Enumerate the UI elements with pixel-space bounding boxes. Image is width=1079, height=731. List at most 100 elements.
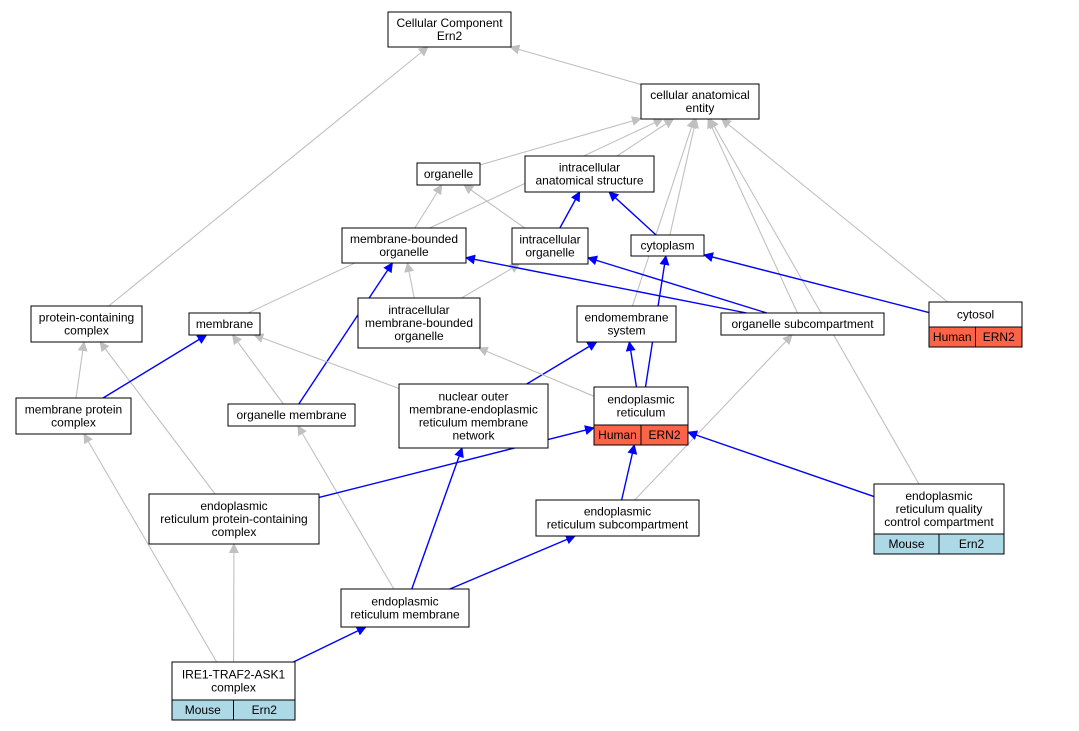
edge-ire1-to-erm (293, 626, 367, 663)
edge-nomer-to-membrane (253, 333, 400, 389)
edge-pcc-to-cc_ern2 (108, 46, 429, 307)
node-label-line: intracellular (388, 303, 449, 317)
node-label-line: cytoplasm (640, 239, 694, 253)
badge-cell (233, 699, 296, 721)
node-label-line: endoplasmic (584, 505, 651, 519)
node-box (535, 499, 700, 537)
node-label-line: nuclear outer (438, 390, 508, 404)
node-label-line: organelle (394, 329, 444, 343)
node-box (630, 234, 705, 257)
node-label-line: IRE1-TRAF2-ASK1 (182, 668, 286, 682)
node-label-line: endoplasmic (200, 499, 267, 513)
edge-erqc-to-cae (709, 118, 920, 485)
edge-organelle-to-cae (479, 116, 642, 166)
badge-label: Mouse (185, 703, 221, 717)
node-membrane[interactable]: membrane (188, 312, 261, 336)
node-box (511, 227, 589, 265)
node-box (357, 297, 481, 349)
node-box (188, 312, 261, 336)
badge-cell (975, 326, 1023, 348)
node-box (640, 83, 760, 120)
node-label-line: cellular anatomical (650, 88, 749, 102)
edge-erqc-to-er (687, 430, 875, 498)
node-label-line: membrane (196, 317, 254, 331)
node-label-line: Ern2 (437, 29, 463, 43)
node-box (576, 305, 677, 343)
edge-osc-to-io (587, 255, 768, 314)
edge-erm-to-om (297, 425, 395, 590)
edges (75, 44, 949, 663)
node-label-line: reticulum subcompartment (547, 518, 689, 532)
node-label-line: cytosol (957, 308, 994, 322)
node-label-line: reticulum quality (896, 502, 983, 516)
node-box (387, 11, 512, 48)
edge-cytosol-to-cytoplasm (703, 252, 930, 314)
badge-cell (938, 533, 1005, 555)
edge-mbo-to-organelle (414, 184, 443, 229)
badge-label: ERN2 (648, 428, 680, 442)
edge-cytosol-to-cae (720, 118, 949, 303)
edge-om-to-membrane (232, 334, 284, 405)
edge-erm-to-ersc (449, 534, 576, 590)
node-nomer[interactable]: nuclear outermembrane-endoplasmicreticul… (398, 383, 549, 449)
badge-label: Mouse (888, 537, 924, 551)
node-om[interactable]: organelle membrane (227, 403, 356, 427)
node-box (30, 305, 143, 343)
node-label-line: endoplasmic (607, 393, 674, 407)
node-label-line: organelle (379, 245, 429, 259)
node-label-line: membrane protein (25, 403, 122, 417)
edge-mpc-to-pcc (75, 341, 88, 399)
node-label-line: organelle (525, 246, 575, 260)
node-label-line: membrane-bounded (350, 232, 458, 246)
badge-label: ERN2 (983, 330, 1015, 344)
edge-ias-to-cae (616, 118, 675, 157)
badge-cell (640, 424, 689, 446)
edge-osc-to-mbo (465, 254, 747, 314)
edge-nomer-to-ems (526, 341, 598, 385)
badge-label: Ern2 (959, 537, 985, 551)
edge-io-to-organelle (463, 184, 525, 229)
badge-label: Human (598, 428, 637, 442)
badge-label: Human (933, 330, 972, 344)
node-label-line: complex (212, 525, 257, 539)
node-label-line: complex (64, 324, 109, 338)
edge-erpcc-to-pcc (99, 341, 216, 495)
node-label-line: endomembrane (584, 311, 668, 325)
edge-erm-to-nomer (411, 447, 464, 590)
node-box (416, 162, 481, 186)
node-box (524, 155, 655, 193)
node-label-line: network (452, 429, 495, 443)
node-label-line: organelle membrane (236, 408, 346, 422)
node-label-line: protein-containing (39, 311, 134, 325)
node-label-line: endoplasmic (905, 489, 972, 503)
node-label-line: endoplasmic (371, 595, 438, 609)
node-label-line: control compartment (884, 515, 994, 529)
node-box (398, 383, 549, 449)
node-box (15, 397, 132, 435)
node-osc[interactable]: organelle subcompartment (720, 312, 885, 336)
node-label-line: membrane-endoplasmic (409, 403, 538, 417)
node-cytoplasm[interactable]: cytoplasm (630, 234, 705, 257)
node-label-line: Cellular Component (396, 16, 503, 30)
node-organelle[interactable]: organelle (416, 162, 481, 186)
edge-er-to-ems (625, 341, 638, 388)
node-label-line: membrane-bounded (365, 316, 473, 330)
